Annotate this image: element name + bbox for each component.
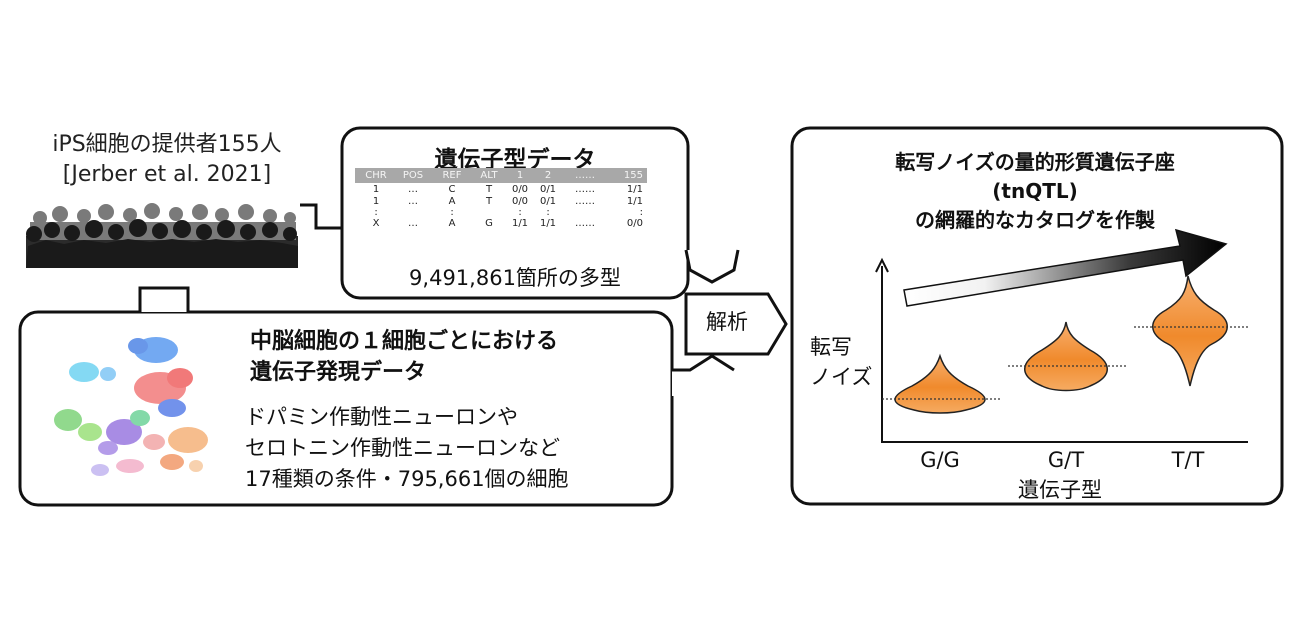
expression-desc-line: 17種類の条件・795,661個の細胞 bbox=[245, 467, 569, 491]
table-cell: G bbox=[485, 217, 493, 229]
donor-count: iPS細胞の提供者155人 bbox=[52, 132, 282, 157]
table-cell: … bbox=[408, 217, 418, 229]
polymorphism-count: 9,491,861箇所の多型 bbox=[409, 266, 621, 290]
table-cell: 1 bbox=[372, 183, 380, 195]
col-alt: ALT bbox=[480, 170, 498, 181]
x-axis-label: 遺伝子型 bbox=[1018, 478, 1102, 502]
analysis-label: 解析 bbox=[706, 310, 748, 334]
expression-title-line: 中脳細胞の１細胞ごとにおける bbox=[250, 329, 559, 354]
tnqtl-title-line: (tnQTL) bbox=[992, 179, 1078, 203]
y-axis-label-line: 転写 bbox=[810, 335, 852, 359]
table-cell: X bbox=[372, 217, 380, 229]
col-pos: POS bbox=[402, 170, 424, 181]
expression-desc-line: セロトニン作動性ニューロンなど bbox=[245, 436, 560, 460]
col-chr: CHR bbox=[365, 170, 387, 181]
expression-title-line: 遺伝子発現データ bbox=[250, 360, 427, 385]
table-row: 1 … A T 0/0 0/1 …… 1/1 bbox=[355, 195, 647, 207]
col-sample-1: 1 bbox=[516, 170, 524, 181]
table-cell: : bbox=[518, 206, 522, 218]
table-row: 1 … C T 0/0 0/1 …… 1/1 bbox=[355, 183, 647, 195]
genotype-table-header: CHR POS REF ALT 1 2 …… 155 bbox=[355, 168, 647, 183]
table-cell: 1/1 bbox=[626, 183, 643, 195]
cell-cluster-plot bbox=[54, 337, 208, 476]
donor-crowd-image bbox=[26, 203, 298, 268]
expression-title: 中脳細胞の１細胞ごとにおける 遺伝子発現データ bbox=[250, 326, 670, 388]
genotype-table: CHR POS REF ALT 1 2 …… 155 1 … C T 0/0 0… bbox=[355, 168, 647, 229]
table-cell: T bbox=[485, 183, 493, 195]
table-cell: T bbox=[485, 195, 493, 207]
expression-funnel bbox=[672, 358, 738, 396]
violin-gt bbox=[1008, 321, 1126, 392]
table-cell: …… bbox=[575, 195, 595, 207]
table-cell: 1/1 bbox=[626, 195, 643, 207]
table-cell: … bbox=[408, 195, 418, 207]
table-cell: 0/0 bbox=[511, 183, 529, 195]
expression-desc-line: ドパミン作動性ニューロンや bbox=[245, 405, 518, 429]
table-row: : : : : : bbox=[355, 206, 647, 218]
plot-axes bbox=[881, 266, 1248, 443]
expression-data-box bbox=[18, 310, 674, 507]
col-sample-2: 2 bbox=[544, 170, 552, 181]
col-ellipsis: …… bbox=[575, 170, 595, 181]
genotype-label-tt: T/T bbox=[1171, 448, 1205, 472]
table-cell: 0/1 bbox=[539, 195, 557, 207]
violin-gg bbox=[882, 353, 1000, 414]
donor-to-genotype-connector bbox=[300, 203, 342, 230]
table-cell: 1/1 bbox=[539, 217, 557, 229]
table-cell: 1/1 bbox=[511, 217, 529, 229]
expression-description: ドパミン作動性ニューロンや セロトニン作動性ニューロンなど 17種類の条件・79… bbox=[245, 402, 675, 495]
table-cell: : bbox=[450, 206, 454, 218]
genotype-label-gg: G/G bbox=[920, 448, 960, 472]
y-axis-label-line: ノイズ bbox=[810, 365, 873, 389]
table-row: X … A G 1/1 1/1 …… 0/0 bbox=[355, 217, 647, 229]
donor-caption: iPS細胞の提供者155人 [Jerber et al. 2021] bbox=[22, 130, 312, 190]
table-cell: …… bbox=[575, 183, 595, 195]
genotype-funnel bbox=[684, 249, 740, 284]
tnqtl-title-line: 転写ノイズの量的形質遺伝子座 bbox=[895, 150, 1175, 174]
analysis-arrow bbox=[684, 292, 788, 356]
violin-tt bbox=[1134, 275, 1250, 387]
table-cell: …… bbox=[575, 217, 595, 229]
table-cell: : bbox=[546, 206, 550, 218]
table-cell: 0/0 bbox=[511, 195, 529, 207]
col-sample-155: 155 bbox=[623, 170, 643, 181]
tnqtl-title: 転写ノイズの量的形質遺伝子座 (tnQTL) の網羅的なカタログを作製 bbox=[805, 148, 1265, 235]
col-ref: REF bbox=[442, 170, 462, 181]
table-cell: C bbox=[448, 183, 456, 195]
table-cell: 0/0 bbox=[626, 217, 643, 229]
genotype-label-gt: G/T bbox=[1047, 448, 1085, 472]
donor-to-expression-connector bbox=[138, 286, 190, 312]
table-cell: : bbox=[374, 206, 378, 218]
y-axis-arrowhead bbox=[875, 257, 889, 273]
table-cell: : bbox=[639, 206, 643, 218]
table-cell: 0/1 bbox=[539, 183, 557, 195]
table-cell: … bbox=[408, 183, 418, 195]
table-cell: 1 bbox=[372, 195, 380, 207]
table-cell: A bbox=[448, 195, 456, 207]
increase-trend-arrow bbox=[903, 228, 1228, 307]
donor-citation: [Jerber et al. 2021] bbox=[62, 162, 272, 187]
tnqtl-title-line: の網羅的なカタログを作製 bbox=[915, 208, 1155, 232]
table-cell: A bbox=[448, 217, 456, 229]
y-axis-label: 転写 ノイズ bbox=[810, 332, 880, 392]
expression-funnel-outline bbox=[672, 354, 735, 372]
